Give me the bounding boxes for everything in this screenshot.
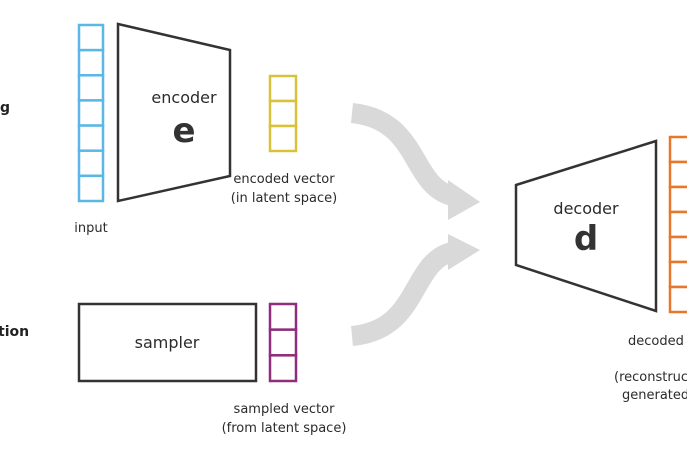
input-vector-cell: [77, 48, 105, 77]
sampled-vector-cell: [268, 328, 298, 357]
sampled-vector-caption-line2: (from latent space): [222, 421, 347, 436]
input-vector-cell: [77, 149, 105, 178]
decoder-block: [514, 139, 658, 313]
decoded-vector-cell: [668, 210, 687, 239]
input-vector-cell: [77, 174, 105, 203]
input-vector-cell: [77, 124, 105, 152]
encoded-vector-cell: [268, 124, 298, 153]
left-edge-text-bottom: tion: [0, 324, 29, 340]
encoder-name: encoder: [151, 88, 217, 107]
sampled-vector-cell: [268, 354, 298, 383]
sampler-block: [77, 302, 258, 383]
encoded-vector: [268, 74, 298, 153]
input-label: input: [74, 221, 107, 236]
input-vector-cell: [77, 99, 105, 127]
decoded-vector: [668, 135, 687, 314]
decoded-caption-line2: (reconstruct: [614, 370, 687, 385]
input-vector-cell: [77, 74, 105, 102]
arrow-top-icon: [350, 103, 480, 220]
input-vector: [77, 23, 105, 203]
decoded-vector-cell: [668, 285, 687, 314]
encoder-block: [116, 22, 232, 203]
sampled-vector-cell: [268, 302, 298, 331]
decoded-vector-cell: [668, 185, 687, 214]
decoded-vector-cell: [668, 160, 687, 189]
decoder-symbol: d: [574, 219, 598, 259]
decoded-vector-cell: [668, 235, 687, 264]
decoded-vector-cell: [668, 260, 687, 289]
decoded-vector-cell: [668, 135, 687, 164]
sampler-label: sampler: [135, 333, 200, 352]
encoded-vector-caption-line1: encoded vector: [233, 172, 335, 187]
encoded-vector-caption-line2: (in latent space): [231, 191, 337, 206]
arrow-bottom-icon: [350, 234, 480, 346]
sampled-vector: [268, 302, 298, 383]
encoder-symbol: e: [172, 111, 195, 151]
encoded-vector-cell: [268, 99, 298, 128]
decoder-name: decoder: [553, 199, 619, 218]
decoded-caption-line3: generated: [622, 388, 687, 403]
encoded-vector-cell: [268, 74, 298, 103]
sampled-vector-caption-line1: sampled vector: [234, 402, 336, 417]
decoded-caption-line1: decoded: [628, 334, 684, 349]
input-vector-cell: [77, 23, 105, 52]
left-edge-text-top: g: [0, 100, 10, 116]
